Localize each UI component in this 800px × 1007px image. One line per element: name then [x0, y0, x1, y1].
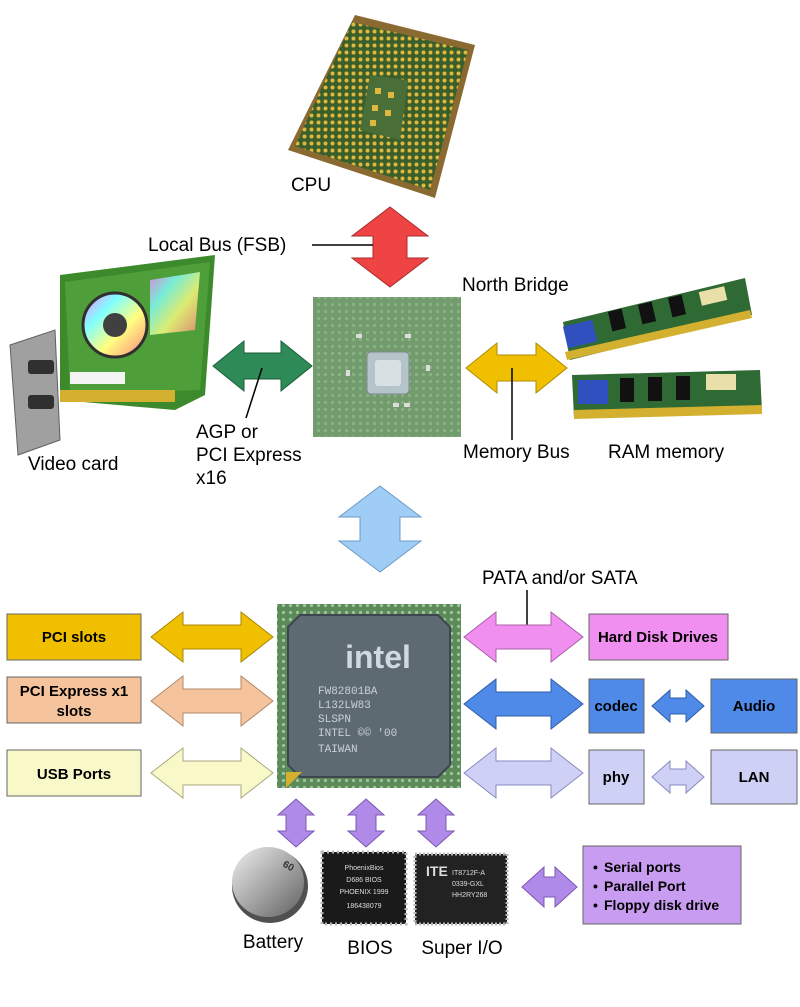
agp-label-line1: AGP or — [196, 422, 259, 443]
codec-arrow — [463, 677, 584, 731]
cpu-image — [288, 15, 475, 198]
superio-marking-3: HH2RY268 — [452, 892, 487, 899]
pata-sata-label: PATA and/or SATA — [482, 568, 638, 589]
chip-part: FW82801BA — [318, 686, 378, 698]
superio-brand: ITE — [426, 863, 448, 879]
bios-link-arrow — [346, 798, 386, 848]
usb-ports-label: USB Ports — [37, 766, 111, 783]
video-card-image — [9, 255, 215, 456]
hard-disk-arrow — [463, 610, 584, 664]
cpu-label: CPU — [291, 175, 331, 196]
hard-disk-box — [588, 613, 729, 661]
pci-arrow — [150, 610, 274, 664]
agp-pointer — [245, 367, 263, 419]
pcie-x1-label-line1: PCI Express x1 — [20, 683, 128, 700]
superio-chip-image: ITE IT8712F-A 0339-GXL HH2RY268 — [413, 852, 509, 926]
memory-bus-label: Memory Bus — [463, 442, 570, 463]
legacy-item-serial: Serial ports — [604, 859, 681, 875]
superio-marking-2: 0339-GXL — [452, 881, 484, 888]
battery-label: Battery — [243, 932, 304, 953]
usb-ports-box — [6, 749, 142, 797]
local-bus-label: Local Bus (FSB) — [148, 235, 286, 256]
lan-label: LAN — [739, 769, 770, 786]
hub-link-arrow — [337, 485, 423, 573]
legacy-ports-box — [582, 845, 742, 925]
fsb-arrow — [350, 206, 430, 288]
chip-spec: SLSPN — [318, 714, 351, 726]
chip-copyright: INTEL ©© '00 — [318, 728, 397, 740]
agp-label-line2: PCI Express — [196, 445, 302, 466]
super-io-label: Super I/O — [421, 938, 502, 959]
phy-arrow — [463, 746, 584, 800]
agp-label-line3: x16 — [196, 468, 227, 489]
bios-label: BIOS — [347, 938, 392, 959]
codec-label: codec — [594, 698, 637, 715]
chip-brand: intel — [345, 639, 411, 675]
lan-box — [710, 749, 798, 805]
ram-module-2 — [572, 370, 762, 419]
audio-link-arrow — [651, 688, 705, 724]
bios-chip-image: PhoenixBios D686 BIOS PHOENIX 1999 18643… — [320, 850, 408, 926]
north-bridge-label: North Bridge — [462, 275, 569, 296]
audio-box — [710, 678, 798, 734]
phy-box — [588, 749, 645, 805]
lan-link-arrow — [651, 759, 705, 795]
audio-label: Audio — [733, 698, 776, 715]
pcie-x1-box — [6, 676, 142, 724]
north-bridge-chip — [313, 297, 461, 437]
video-card-label: Video card — [28, 454, 119, 475]
memory-bus-arrow — [465, 341, 568, 395]
bios-marking-1: PhoenixBios — [345, 865, 384, 872]
pcie-x1-label-line2: slots — [56, 703, 91, 720]
battery-marking: 60 — [281, 859, 297, 874]
bios-marking-3: PHOENIX 1999 — [339, 889, 388, 896]
pcie-x1-arrow — [150, 674, 274, 728]
bios-marking-4: 186438079 — [346, 903, 381, 910]
pci-slots-box — [6, 613, 142, 661]
superio-marking-1: IT8712F-A — [452, 870, 485, 877]
pci-slots-label: PCI slots — [42, 629, 106, 646]
legacy-ports-arrow — [521, 865, 578, 909]
chip-lot: L132LW83 — [318, 700, 371, 712]
battery-link-arrow — [276, 798, 316, 848]
legacy-item-floppy: Floppy disk drive — [604, 897, 719, 913]
codec-box — [588, 678, 645, 734]
legacy-bullet-3: • — [593, 897, 598, 913]
phy-label: phy — [603, 769, 630, 786]
chip-origin: TAIWAN — [318, 744, 358, 756]
bios-marking-2: D686 BIOS — [346, 877, 382, 884]
legacy-item-parallel: Parallel Port — [604, 878, 686, 894]
superio-link-arrow — [416, 798, 456, 848]
ram-module-1 — [562, 278, 752, 360]
south-bridge-chip: intel FW82801BA L132LW83 SLSPN INTEL ©© … — [277, 604, 461, 788]
hard-disk-label: Hard Disk Drives — [598, 629, 718, 646]
legacy-bullet-2: • — [593, 878, 598, 894]
battery-image: 60 — [232, 847, 308, 923]
usb-arrow — [150, 746, 274, 800]
ram-memory-label: RAM memory — [608, 442, 725, 463]
legacy-bullet-1: • — [593, 859, 598, 875]
agp-arrow — [212, 339, 313, 393]
